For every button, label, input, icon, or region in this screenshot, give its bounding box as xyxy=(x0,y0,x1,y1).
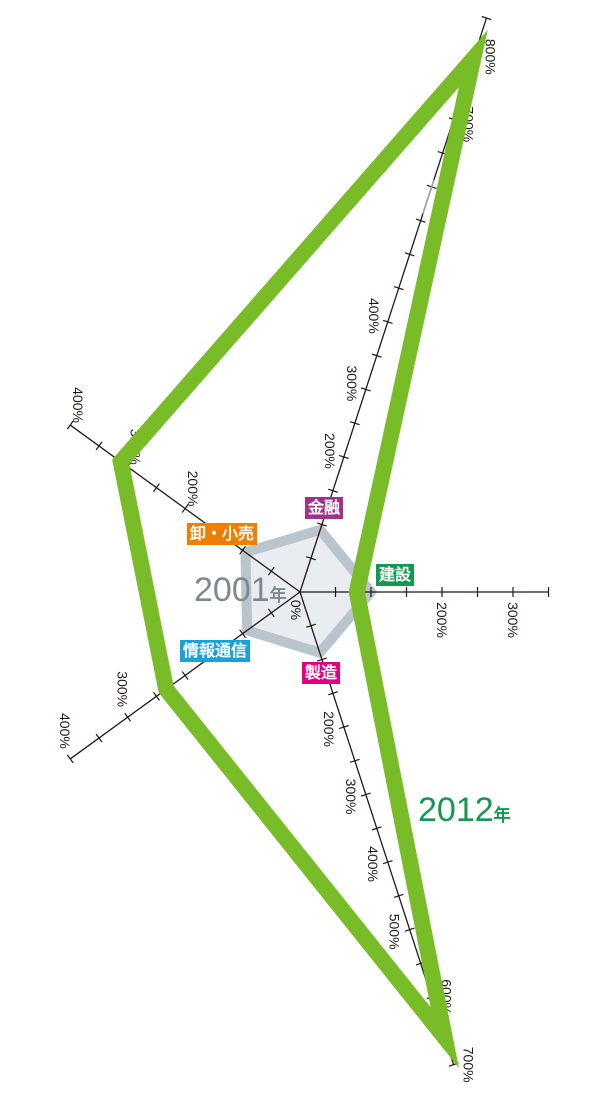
axis-tick xyxy=(306,556,316,561)
axis-tick-label: 300% xyxy=(343,779,359,815)
axis-tick-label: 500% xyxy=(387,914,403,950)
axis-tick xyxy=(481,15,492,21)
axis-tick xyxy=(181,504,189,513)
axis-tick xyxy=(338,724,349,730)
series-label-2001: 2001年 xyxy=(194,571,287,610)
axis-tick-label: 400% xyxy=(365,846,381,882)
axis-break xyxy=(422,179,435,215)
axis-tick xyxy=(239,545,246,555)
axis-tick-label: 400% xyxy=(70,387,86,423)
axis-tick-label: 200% xyxy=(321,711,337,747)
axis-tick xyxy=(124,712,132,722)
axis-tick-label: 200% xyxy=(185,471,201,507)
axis-tick xyxy=(66,754,74,764)
category-label-finance: 金融 xyxy=(305,497,344,519)
axis-tick xyxy=(95,733,103,743)
axis-tick-label: 300% xyxy=(505,602,521,638)
axis-tick xyxy=(152,483,160,493)
category-label-construction: 建設 xyxy=(376,564,415,586)
axis-tick xyxy=(316,657,327,662)
axis-tick xyxy=(371,826,382,831)
series-label-2012: 2012年 xyxy=(418,791,511,830)
axis-tick xyxy=(404,927,415,932)
axis-tick xyxy=(267,566,275,576)
category-label-manufacturing: 製造 xyxy=(302,662,341,684)
axis-tick xyxy=(382,859,393,865)
axis-tick-label: 700% xyxy=(461,1047,477,1083)
axis-tick xyxy=(327,488,338,493)
series-2001-polygon xyxy=(240,524,378,659)
axis-tick xyxy=(349,421,360,426)
axis-tick xyxy=(95,441,103,451)
series-year-unit-2001: 年 xyxy=(269,586,287,605)
axis-tick-label: 300% xyxy=(344,366,360,402)
axis-tick xyxy=(360,387,371,392)
axis-tick-label: 400% xyxy=(57,713,73,749)
axis-tick xyxy=(66,420,74,430)
axis-tick xyxy=(267,608,275,618)
axis-tick xyxy=(382,319,393,325)
axis-tick xyxy=(415,218,426,223)
axis-tick xyxy=(306,623,316,628)
axis-tick xyxy=(349,758,360,763)
axis-tick xyxy=(239,629,246,639)
axis-tick xyxy=(327,691,338,696)
axis-tick-label: 800% xyxy=(483,39,499,75)
axis-tick xyxy=(393,893,404,898)
axis-tick xyxy=(152,691,160,701)
category-label-retail: 卸・小売 xyxy=(187,523,258,545)
axis-tick xyxy=(404,252,415,257)
series-year-2001: 2001 xyxy=(194,571,270,609)
origin-label: 0% xyxy=(288,600,304,620)
axis-tick xyxy=(316,522,327,527)
axis-tick-label: 200% xyxy=(322,433,338,469)
axis-tick xyxy=(360,792,371,797)
axis-tick-label: 200% xyxy=(434,602,450,638)
series-year-unit-2012: 年 xyxy=(493,806,511,825)
series-year-2012: 2012 xyxy=(418,791,494,829)
axis-tick xyxy=(338,454,349,460)
axis-tick xyxy=(181,671,189,680)
axis-tick-label: 300% xyxy=(115,671,131,707)
axis-tick-label: 400% xyxy=(366,298,382,334)
axis-tick xyxy=(371,353,382,358)
category-label-ict: 情報通信 xyxy=(180,640,251,662)
axis-tick xyxy=(393,286,404,291)
series-2012-polygon xyxy=(112,29,488,1069)
